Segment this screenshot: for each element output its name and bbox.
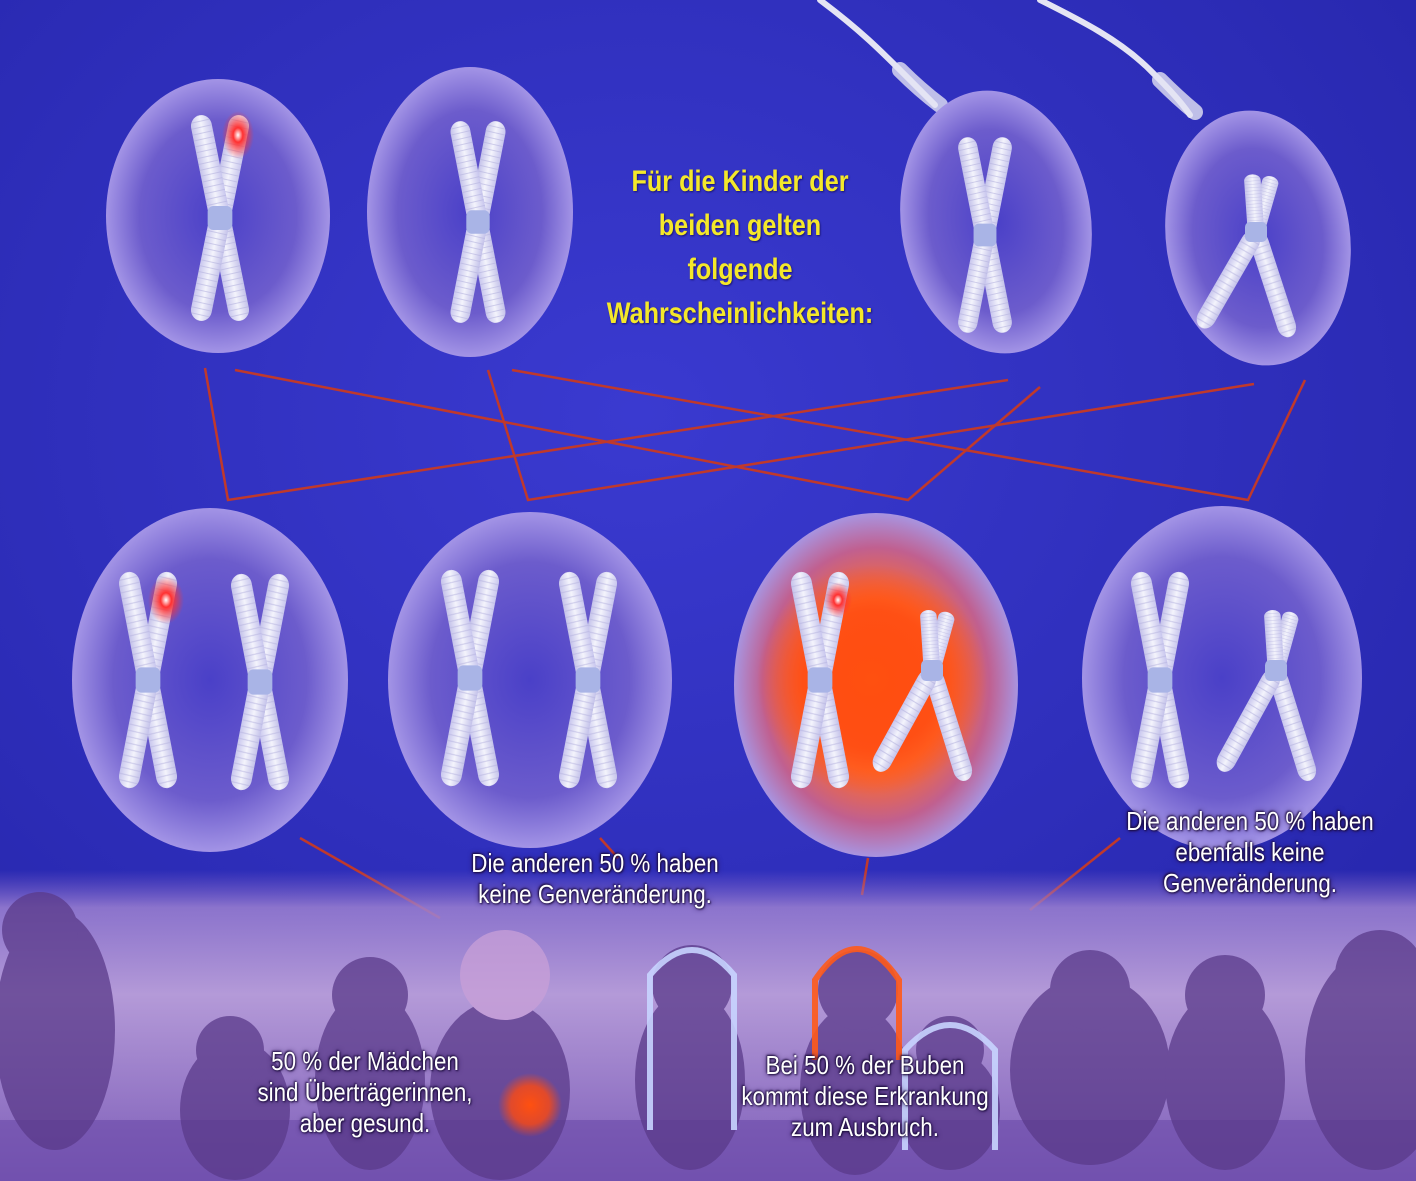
heading-line: Für die Kinder der [589,160,891,204]
children-group-photo [0,870,1416,1181]
heading-line: beiden gelten [589,204,891,248]
caption-line: aber gesund. [223,1108,507,1139]
son-affected-xy-icon [734,513,1018,857]
son-healthy-xy-icon [1082,506,1362,850]
caption-boys-affected: Bei 50 % der Buben kommt diese Erkrankun… [715,1050,1016,1143]
caption-line: sind Überträgerinnen, [223,1077,507,1108]
caption-carriers: 50 % der Mädchen sind Überträgerinnen, a… [223,1046,507,1139]
caption-line: Genveränderung. [1104,868,1396,899]
heading-line: Wahrscheinlichkeiten: [589,292,891,336]
caption-line: keine Genveränderung. [440,879,750,910]
caption-line: Die anderen 50 % haben [1104,806,1396,837]
mother-egg-x-mutated-icon [106,79,330,353]
caption-line: zum Ausbruch. [715,1112,1016,1143]
mother-egg-x-icon [367,67,573,357]
caption-line: Die anderen 50 % haben [440,848,750,879]
caption-boys-healthy: Die anderen 50 % haben ebenfalls keine G… [1104,806,1396,899]
caption-line: 50 % der Mädchen [223,1046,507,1077]
daughter-carrier-xx-icon [72,508,348,852]
caption-girls-healthy: Die anderen 50 % haben keine Genveränder… [440,848,750,910]
heading-line: folgende [589,248,891,292]
probability-heading: Für die Kinder der beiden gelten folgend… [589,160,891,336]
caption-line: kommt diese Erkrankung [715,1081,1016,1112]
caption-line: Bei 50 % der Buben [715,1050,1016,1081]
caption-line: ebenfalls keine [1104,837,1396,868]
daughter-healthy-xx-icon [388,512,672,848]
